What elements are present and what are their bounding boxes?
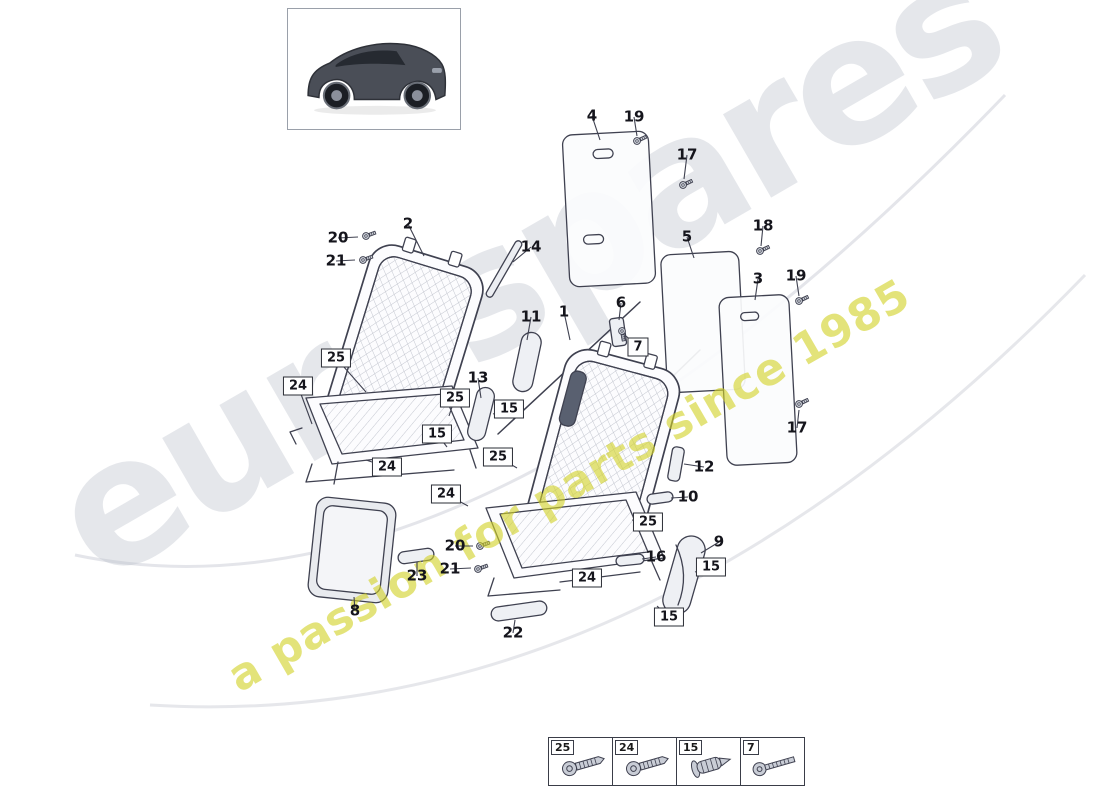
part-callout-17[interactable]: 17 [786, 418, 808, 437]
part-callout-25[interactable]: 25 [439, 388, 471, 408]
legend-item-15[interactable]: 15 [676, 737, 741, 786]
expanding-rivet-icon [690, 756, 732, 778]
part-callout-25[interactable]: 25 [320, 348, 352, 368]
torx-screw-icon [626, 756, 669, 777]
part-callout-15[interactable]: 15 [653, 607, 685, 627]
legend-part-number: 7 [743, 740, 759, 755]
legend-part-number: 25 [551, 740, 575, 755]
part-callout-24[interactable]: 24 [282, 376, 314, 396]
part-callout-12[interactable]: 12 [693, 457, 715, 476]
part-callout-22[interactable]: 22 [502, 623, 524, 642]
part-callout-18[interactable]: 18 [752, 216, 774, 235]
legend-item-24[interactable]: 24 [612, 737, 677, 786]
part-callout-17[interactable]: 17 [676, 145, 698, 164]
part-callout-15[interactable]: 15 [421, 424, 453, 444]
part-callout-7[interactable]: 7 [627, 337, 649, 357]
part-callout-24[interactable]: 24 [430, 484, 462, 504]
part-callout-2[interactable]: 2 [402, 214, 414, 233]
legend-item-7[interactable]: 7 [740, 737, 805, 786]
part-callout-19[interactable]: 19 [785, 266, 807, 285]
part-callout-11[interactable]: 11 [520, 307, 542, 326]
part-callout-4[interactable]: 4 [586, 106, 598, 125]
part-callout-16[interactable]: 16 [645, 547, 667, 566]
part-callout-5[interactable]: 5 [681, 227, 693, 246]
part-callout-10[interactable]: 10 [677, 487, 699, 506]
part-callout-6[interactable]: 6 [615, 293, 627, 312]
part-callout-9[interactable]: 9 [713, 532, 725, 551]
fastener-legend: 25 24 15 [548, 737, 805, 786]
pan-head-screw-icon [752, 756, 796, 777]
part-callout-23[interactable]: 23 [406, 566, 428, 585]
part-callout-20[interactable]: 20 [327, 228, 349, 247]
part-callout-13[interactable]: 13 [467, 368, 489, 387]
legend-part-number: 15 [679, 740, 703, 755]
part-callout-21[interactable]: 21 [325, 251, 347, 270]
part-callout-14[interactable]: 14 [520, 237, 542, 256]
legend-item-25[interactable]: 25 [548, 737, 613, 786]
part-callout-1[interactable]: 1 [558, 302, 570, 321]
part-callout-24[interactable]: 24 [371, 457, 403, 477]
legend-part-number: 24 [615, 740, 639, 755]
part-callout-24[interactable]: 24 [571, 568, 603, 588]
part-callout-15[interactable]: 15 [493, 399, 525, 419]
part-callout-21[interactable]: 21 [439, 559, 461, 578]
part-callout-19[interactable]: 19 [623, 107, 645, 126]
torx-screw-icon [562, 756, 605, 777]
part-callout-8[interactable]: 8 [349, 601, 361, 620]
part-callout-20[interactable]: 20 [444, 536, 466, 555]
part-callout-25[interactable]: 25 [482, 447, 514, 467]
part-callout-15[interactable]: 15 [695, 557, 727, 577]
part-callout-25[interactable]: 25 [632, 512, 664, 532]
part-callout-3[interactable]: 3 [752, 269, 764, 288]
